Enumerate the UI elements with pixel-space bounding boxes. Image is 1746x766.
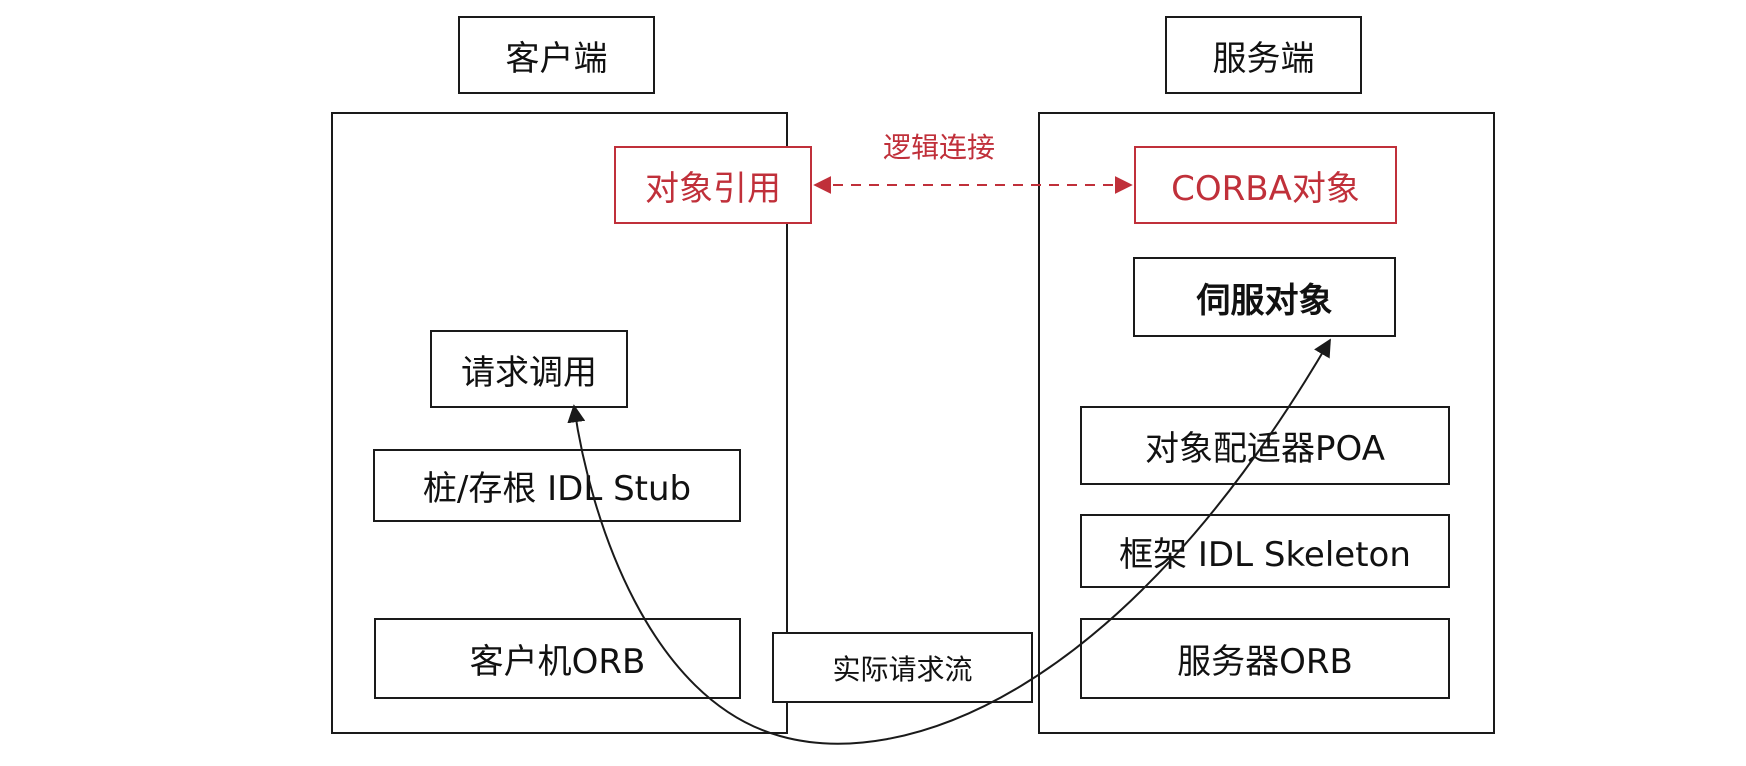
corba-object-box: CORBA对象: [1134, 146, 1397, 224]
server-orb-label: 服务器ORB: [1177, 642, 1353, 682]
client-orb-label: 客户机ORB: [469, 642, 646, 682]
object-reference-label: 对象引用: [645, 168, 781, 209]
skeleton-label: 框架 IDL Skeleton: [1119, 534, 1411, 575]
poa-label: 对象配适器POA: [1145, 429, 1385, 469]
logical-connection-label: 逻辑连接: [883, 131, 996, 164]
stub-box: 桩/存根 IDL Stub: [373, 449, 741, 522]
actual-request-flow-label: 实际请求流: [832, 652, 973, 686]
stub-label: 桩/存根 IDL Stub: [422, 469, 692, 509]
actual-request-flow-arrow: [567, 338, 1331, 745]
actual-request-flow-box: 实际请求流: [772, 632, 1033, 703]
client-title-box: 客户端: [458, 16, 655, 94]
client-title: 客户端: [505, 38, 608, 79]
client-orb-box: 客户机ORB: [374, 618, 741, 699]
object-reference-box: 对象引用: [614, 146, 812, 224]
skeleton-box: 框架 IDL Skeleton: [1080, 514, 1450, 588]
servant-label: 伺服对象: [1196, 280, 1333, 321]
server-title-box: 服务端: [1165, 16, 1362, 94]
corba-object-label: CORBA对象: [1171, 168, 1360, 209]
server-title: 服务端: [1212, 38, 1315, 79]
servant-box: 伺服对象: [1133, 257, 1396, 337]
server-orb-box: 服务器ORB: [1080, 618, 1450, 699]
